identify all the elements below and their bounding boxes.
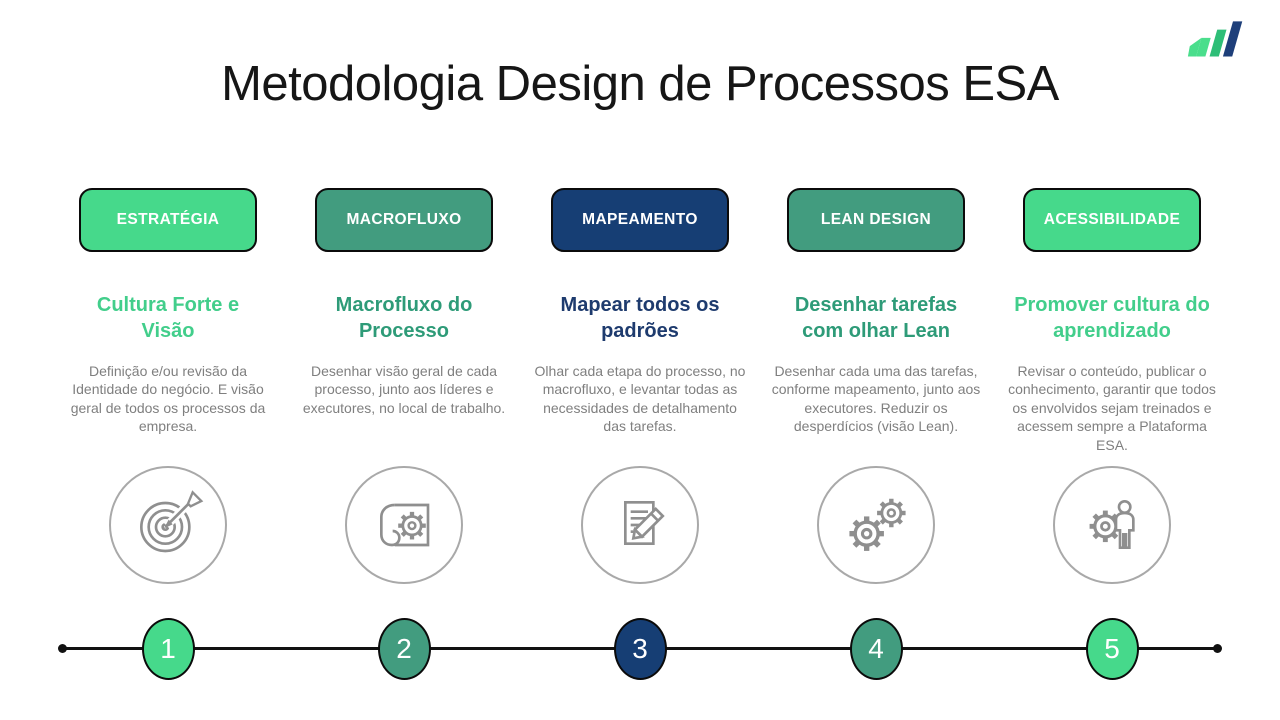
step-description: Desenhar cada uma das tarefas, conforme … [771, 363, 981, 435]
step-heading: Macrofluxo do Processo [335, 294, 473, 342]
timeline-end-dot [1213, 644, 1222, 653]
timeline: 1 2 3 4 5 [50, 616, 1230, 682]
timeline-step-3: 3 [613, 618, 667, 680]
timeline-step-5: 5 [1085, 618, 1139, 680]
gear-person-icon [1053, 466, 1171, 584]
step-column-2: MACROFLUXO Macrofluxo do Processo Desenh… [286, 188, 522, 584]
step-heading: Desenhar tarefas com olhar Lean [794, 294, 958, 342]
step-badge: MAPEAMENTO [551, 188, 729, 252]
timeline-start-dot [58, 644, 67, 653]
gears-icon [817, 466, 935, 584]
document-pencil-icon [581, 466, 699, 584]
target-arrow-icon [109, 466, 227, 584]
step-heading: Cultura Forte e Visão [96, 294, 240, 342]
step-badge: LEAN DESIGN [787, 188, 965, 252]
step-description: Desenhar visão geral de cada processo, j… [302, 363, 506, 416]
steps-row: ESTRATÉGIA Cultura Forte e Visão Definiç… [50, 188, 1230, 584]
step-badge: MACROFLUXO [315, 188, 493, 252]
step-badge: ACESSIBILIDADE [1023, 188, 1201, 252]
timeline-step-1: 1 [141, 618, 195, 680]
timeline-step-4: 4 [849, 618, 903, 680]
blueprint-gear-icon [345, 466, 463, 584]
timeline-step-2: 2 [377, 618, 431, 680]
step-description: Definição e/ou revisão da Identidade do … [70, 363, 266, 435]
step-badge: ESTRATÉGIA [79, 188, 257, 252]
step-heading: Mapear todos os padrões [560, 294, 720, 342]
slide-title: Metodologia Design de Processos ESA [221, 57, 1059, 111]
step-description: Revisar o conteúdo, publicar o conhecime… [1008, 363, 1216, 453]
step-heading: Promover cultura do aprendizado [1014, 294, 1210, 342]
company-logo-icon [1186, 16, 1252, 66]
step-column-5: ACESSIBILIDADE Promover cultura do apren… [994, 188, 1230, 584]
step-description: Olhar cada etapa do processo, no macrofl… [534, 363, 746, 435]
step-column-1: ESTRATÉGIA Cultura Forte e Visão Definiç… [50, 188, 286, 584]
step-column-4: LEAN DESIGN Desenhar tarefas com olhar L… [758, 188, 994, 584]
step-column-3: MAPEAMENTO Mapear todos os padrões Olhar… [522, 188, 758, 584]
